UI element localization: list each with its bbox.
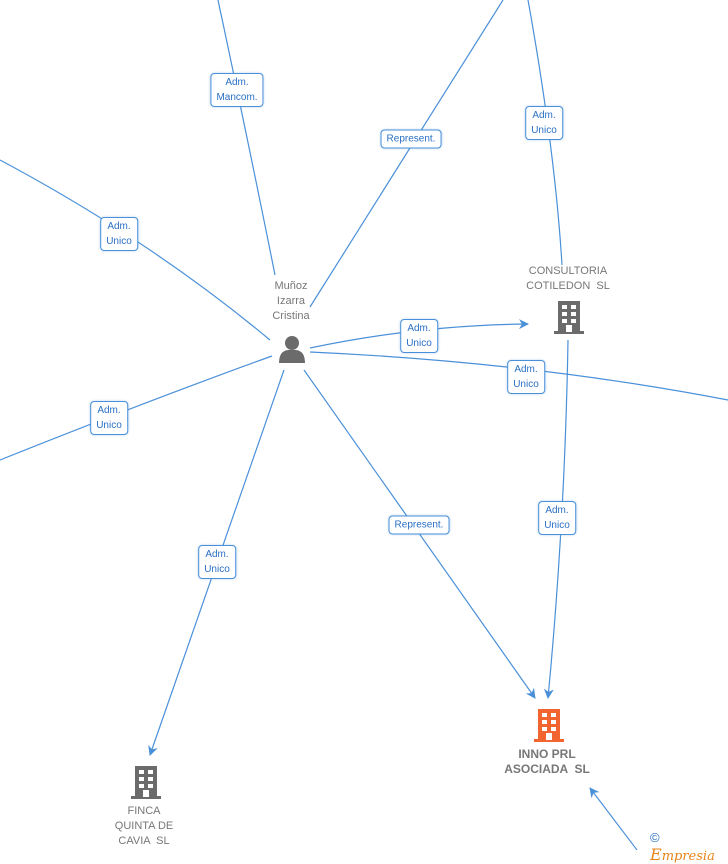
brand-logo: Empresia bbox=[650, 845, 715, 864]
person-icon[interactable] bbox=[278, 334, 306, 364]
finca-node-label[interactable]: FINCA QUINTA DE CAVIA SL bbox=[114, 805, 174, 847]
inno-node-label[interactable]: INNO PRL ASOCIADA SL bbox=[504, 747, 590, 776]
edge-adm-unico-left-bottom bbox=[0, 355, 273, 461]
edge-label-adm-unico-left-top[interactable]: Adm.Unico bbox=[100, 217, 138, 251]
edge-label-adm-unico-person-consultoria[interactable]: Adm.Unico bbox=[400, 319, 438, 353]
building-icon-inno[interactable] bbox=[533, 707, 565, 743]
building-icon-finca[interactable] bbox=[130, 765, 162, 799]
edge-label-adm-unico-finca[interactable]: Adm.Unico bbox=[198, 545, 236, 579]
edge-represent-top bbox=[309, 0, 504, 308]
edge-label-adm-unico-consultoria[interactable]: Adm.Unico bbox=[525, 106, 563, 140]
consultoria-node-label[interactable]: CONSULTORIA COTILEDON SL bbox=[526, 265, 610, 292]
edge-label-represent-inno[interactable]: Represent. bbox=[388, 515, 450, 535]
edge-label-represent-top[interactable]: Represent. bbox=[380, 129, 442, 149]
edge-label-adm-unico-consultoria-inno[interactable]: Adm.Unico bbox=[538, 501, 576, 535]
edge-adm-unico-consultoria-top bbox=[527, 0, 563, 266]
edge-label-adm-unico-right[interactable]: Adm.Unico bbox=[507, 360, 545, 394]
edge-label-adm-mancom[interactable]: Adm.Mancom. bbox=[210, 73, 264, 107]
building-icon-consultoria[interactable] bbox=[553, 300, 585, 334]
copyright-footer: © Empresia bbox=[650, 830, 728, 864]
edge-adm-unico-left-top bbox=[0, 159, 271, 341]
edge-adm-mancom bbox=[217, 0, 276, 276]
edge-label-adm-unico-left-bottom[interactable]: Adm.Unico bbox=[90, 401, 128, 435]
edge-incoming-inno bbox=[589, 787, 638, 850]
copyright-icon: © bbox=[650, 830, 660, 845]
person-node-label[interactable]: Muñoz Izarra Cristina bbox=[272, 280, 310, 322]
